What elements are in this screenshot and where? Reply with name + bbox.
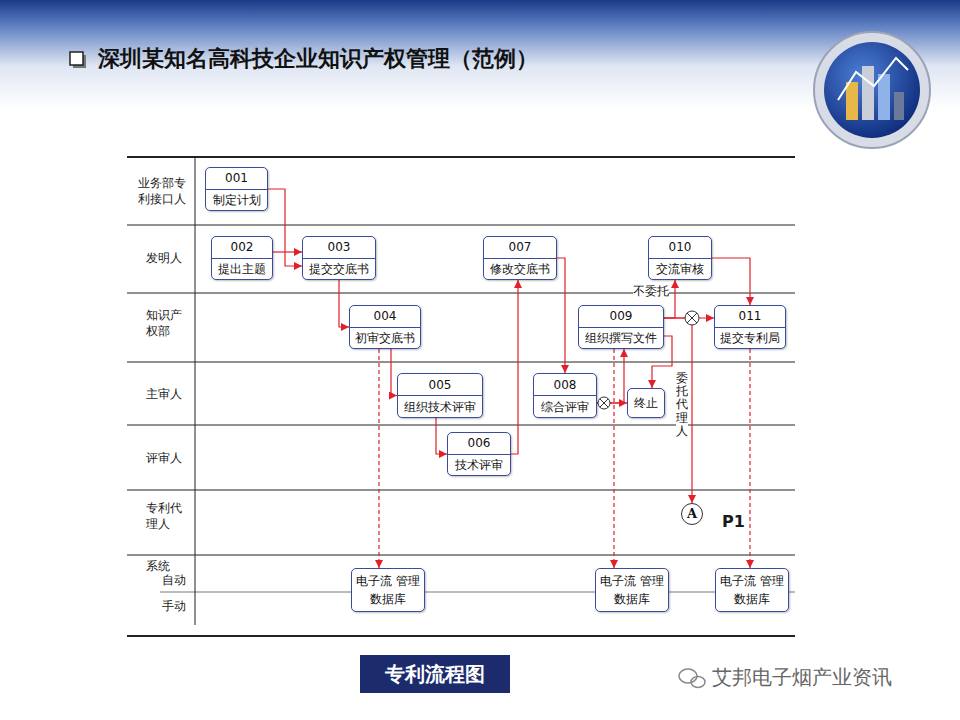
- watermark: 艾邦电子烟产业资讯: [712, 665, 892, 689]
- step-number: 006: [448, 433, 510, 455]
- lane-label: 专利代理人: [146, 500, 186, 532]
- step-name: 修改交底书: [484, 259, 556, 280]
- process-box: 011提交专利局: [714, 305, 786, 349]
- node-text: 终止: [628, 389, 664, 417]
- data-link: [613, 349, 614, 568]
- edge-label: 不委托: [633, 284, 669, 298]
- node-text: 电子流 管理数据库: [352, 569, 424, 611]
- flow-arrow: [597, 349, 624, 403]
- node-text: 电子流 管理数据库: [596, 569, 668, 611]
- step-name: 提出主题: [212, 259, 272, 280]
- sub-lane-label: 自动: [162, 572, 186, 588]
- bullet-box: [70, 52, 86, 68]
- flow-arrow: [557, 258, 565, 373]
- step-number: 011: [715, 306, 785, 328]
- page-ref: P1: [722, 512, 745, 532]
- step-number: 005: [398, 374, 482, 396]
- flow-arrow: [712, 258, 750, 305]
- lane-label: 发明人: [146, 250, 182, 266]
- edge-label: 委托代理人: [676, 372, 688, 438]
- caption-box: 专利流程图: [360, 655, 510, 693]
- step-number: 002: [212, 237, 272, 259]
- process-box: 008综合评审: [533, 373, 597, 418]
- flow-arrow: [664, 318, 692, 503]
- lane-label: 知识产权部: [146, 307, 186, 339]
- process-box: 009组织撰写文件: [578, 305, 664, 349]
- node-text: 电子流 管理数据库: [716, 569, 788, 611]
- lane-label: 评审人: [146, 450, 182, 466]
- connector-circle: A: [681, 503, 703, 525]
- step-name: 提交交底书: [303, 259, 375, 280]
- terminator-box: 终止: [627, 388, 665, 418]
- process-box: 006技术评审: [447, 432, 511, 476]
- process-box: 004初审交底书: [349, 305, 421, 349]
- lane-label: 主审人: [146, 386, 182, 402]
- flow-arrow: [268, 189, 302, 266]
- step-number: 008: [534, 374, 596, 396]
- cross-circle: [685, 311, 699, 325]
- flow-arrow: [339, 280, 349, 327]
- lane-label: 业务部专利接口人: [138, 175, 190, 207]
- process-box: 007修改交底书: [483, 236, 557, 280]
- step-name: 初审交底书: [350, 328, 420, 349]
- step-number: 009: [579, 306, 663, 328]
- step-name: 提交专利局: [715, 328, 785, 349]
- step-name: 综合评审: [534, 396, 596, 417]
- table-grid: [127, 157, 795, 636]
- database-box: 电子流 管理数据库: [595, 568, 669, 612]
- slide-title: 深圳某知名高科技企业知识产权管理（范例）: [98, 44, 538, 74]
- flow-arrow: [436, 418, 447, 454]
- step-number: 007: [484, 237, 556, 259]
- chart-icon: [814, 32, 930, 148]
- process-box: 001制定计划: [205, 167, 268, 211]
- flow-arrow: [511, 280, 518, 454]
- sub-lane-label: 手动: [162, 598, 186, 614]
- node-text: A: [682, 504, 702, 524]
- database-box: 电子流 管理数据库: [715, 568, 789, 612]
- lane-label: 系统: [146, 558, 170, 574]
- step-name: 组织撰写文件: [579, 328, 663, 349]
- step-name: 技术评审: [448, 455, 510, 476]
- process-box: 002提出主题: [211, 236, 273, 280]
- flow-arrow: [273, 251, 302, 252]
- data-link: [749, 349, 750, 568]
- step-number: 004: [350, 306, 420, 328]
- process-box: 003提交交底书: [302, 236, 376, 280]
- wechat-icon: [679, 669, 705, 688]
- cross-circle: [598, 397, 610, 409]
- process-box: 005组织技术评审: [397, 373, 483, 418]
- database-box: 电子流 管理数据库: [351, 568, 425, 612]
- data-link: [378, 349, 379, 568]
- step-name: 组织技术评审: [398, 396, 482, 417]
- step-name: 制定计划: [206, 190, 267, 211]
- step-number: 003: [303, 237, 375, 259]
- step-number: 010: [649, 237, 711, 259]
- step-name: 交流审核: [649, 259, 711, 280]
- step-number: 001: [206, 168, 267, 190]
- process-box: 010交流审核: [648, 236, 712, 280]
